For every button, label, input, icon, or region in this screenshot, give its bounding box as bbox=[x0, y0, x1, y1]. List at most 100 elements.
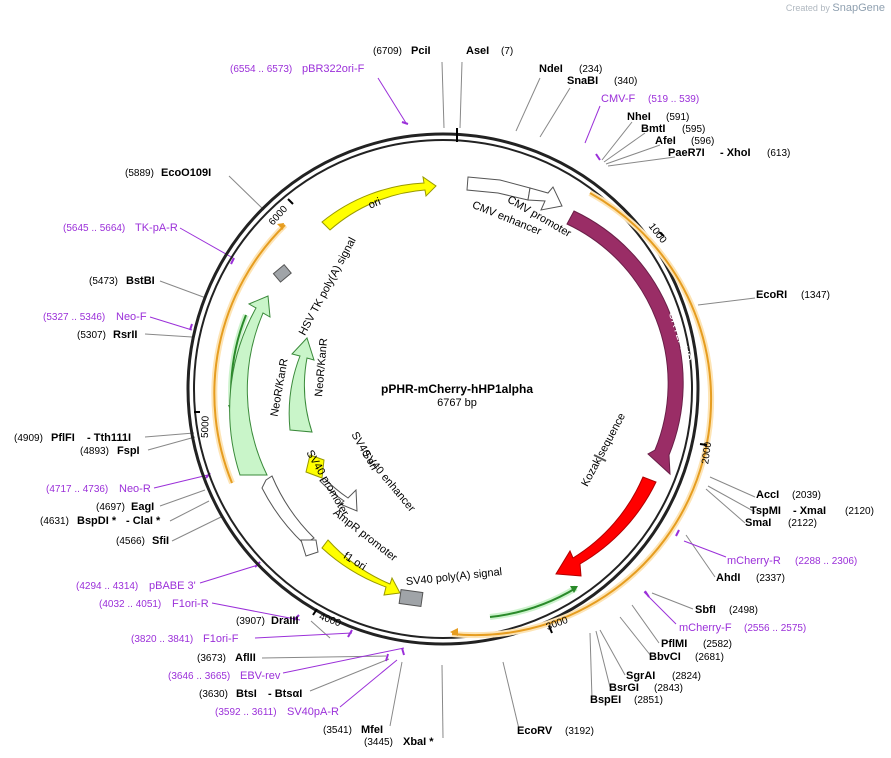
enzyme-pos: (3673) bbox=[197, 653, 226, 664]
enzyme-name: AccI bbox=[756, 489, 779, 501]
enzyme-pos: (5307) bbox=[77, 330, 106, 341]
orf-arrowhead-right bbox=[450, 628, 458, 636]
mcherry-arrow bbox=[555, 476, 657, 577]
primer-range: (2288 .. 2306) bbox=[795, 556, 857, 567]
hsv-tk-polya-label: HSV TK poly(A) signal bbox=[297, 235, 359, 337]
enzyme-name: AfeI bbox=[655, 135, 676, 147]
label-connectors bbox=[144, 61, 756, 739]
cry2phr-arrow bbox=[566, 210, 684, 476]
enzyme-name: AhdI bbox=[716, 572, 740, 584]
enzyme-pos: (591) bbox=[666, 112, 689, 123]
enzyme-name: PaeR7I bbox=[668, 147, 705, 159]
tick-label-2000: 2000 bbox=[700, 441, 714, 465]
primer-range: (4032 .. 4051) bbox=[99, 599, 161, 610]
enzyme-name-2: - Tth111I bbox=[87, 432, 131, 444]
primer-connectors bbox=[149, 77, 727, 708]
enzyme-labels: (6709) PciI AseI (7) NdeI (234) SnaBI (3… bbox=[14, 45, 874, 748]
enzyme-name-2: - ClaI * bbox=[126, 515, 161, 527]
snapgene-logo: SnapGene bbox=[832, 2, 885, 14]
enzyme-name: NheI bbox=[627, 111, 651, 123]
primer-name: F1ori-F bbox=[203, 633, 239, 645]
enzyme-pos: (2498) bbox=[729, 605, 758, 616]
neokan-outer-label: NeoR/KanR bbox=[269, 358, 291, 418]
enzyme-name: DraIII bbox=[271, 615, 299, 627]
neokan-inner-label: NeoR/KanR bbox=[313, 338, 330, 398]
backbone-outer-ring bbox=[186, 132, 700, 646]
sv40-promoter-arrow bbox=[261, 475, 315, 545]
enzyme-name: BspDI * bbox=[77, 515, 117, 527]
enzyme-pos: (596) bbox=[691, 136, 714, 147]
enzyme-pos: (3630) bbox=[199, 689, 228, 700]
snapgene-credit: Created by SnapGene bbox=[786, 2, 885, 14]
sv40-ori-box bbox=[305, 454, 325, 479]
orf-arrowhead-left bbox=[277, 223, 284, 230]
enzyme-pos: (4566) bbox=[116, 536, 145, 547]
enzyme-pos: (1347) bbox=[801, 290, 830, 301]
enzyme-name: BstBI bbox=[126, 275, 155, 287]
enzyme-name: BsrGI bbox=[609, 682, 639, 694]
enzyme-name: BmtI bbox=[641, 123, 665, 135]
enzyme-name: EcoRI bbox=[756, 289, 787, 301]
neokan-outer-arrow bbox=[229, 295, 271, 476]
enzyme-name: AflII bbox=[235, 652, 256, 664]
f1-ori-arrow bbox=[321, 539, 401, 596]
enzyme-pos: (2039) bbox=[792, 490, 821, 501]
enzyme-name: SmaI bbox=[745, 517, 771, 529]
mcherry-orf-arrowhead bbox=[570, 586, 578, 593]
enzyme-pos: (4631) bbox=[40, 516, 69, 527]
enzyme-pos: (3541) bbox=[323, 725, 352, 736]
primer-name: mCherry-F bbox=[679, 622, 732, 634]
enzyme-name: NdeI bbox=[539, 63, 563, 75]
sv40-enhancer-arrow bbox=[319, 477, 358, 512]
enzyme-name: BbvCI bbox=[649, 651, 681, 663]
enzyme-pos: (3192) bbox=[565, 726, 594, 737]
enzyme-pos: (6709) bbox=[373, 46, 402, 57]
ruler-ticks bbox=[194, 198, 708, 634]
kozak-mark bbox=[593, 454, 607, 462]
primer-labels: (6554 .. 6573) pBR322ori-F CMV-F (519 ..… bbox=[43, 63, 857, 718]
primer-range: (5645 .. 5664) bbox=[63, 223, 125, 234]
primer-range: (2556 .. 2575) bbox=[744, 623, 806, 634]
neokan-inner-arrow bbox=[288, 337, 315, 433]
primer-range: (519 .. 539) bbox=[648, 94, 699, 105]
enzyme-name: SgrAI bbox=[626, 670, 655, 682]
primer-name: SV40pA-R bbox=[287, 706, 339, 718]
primer-name: F1ori-R bbox=[172, 598, 209, 610]
enzyme-name: RsrII bbox=[113, 329, 137, 341]
primer-range: (4717 .. 4736) bbox=[46, 484, 108, 495]
enzyme-name: AseI bbox=[466, 45, 489, 57]
enzyme-pos: (2122) bbox=[788, 518, 817, 529]
primer-name: TK-pA-R bbox=[135, 222, 178, 234]
enzyme-pos: (4697) bbox=[96, 502, 125, 513]
tick-label-3000: 3000 bbox=[545, 615, 570, 633]
primer-name: pBR322ori-F bbox=[302, 63, 365, 75]
enzyme-name: SnaBI bbox=[567, 75, 598, 87]
enzyme-name: BspEI bbox=[590, 694, 621, 706]
enzyme-pos: (2337) bbox=[756, 573, 785, 584]
enzyme-name: PflFI bbox=[51, 432, 75, 444]
enzyme-name: EcoRV bbox=[517, 725, 553, 737]
enzyme-pos: (340) bbox=[614, 76, 637, 87]
enzyme-pos: (2120) bbox=[845, 506, 874, 517]
primer-name: mCherry-R bbox=[727, 555, 781, 567]
cmv-enhancer-arrow bbox=[466, 176, 531, 201]
enzyme-name: PflMI bbox=[661, 638, 687, 650]
primer-range: (3592 .. 3611) bbox=[215, 707, 277, 718]
enzyme-pos: (4909) bbox=[14, 433, 43, 444]
enzyme-name: EcoO109I bbox=[161, 167, 211, 179]
sv40-polya-box bbox=[398, 588, 424, 608]
plasmid-length: 6767 bp bbox=[437, 397, 477, 409]
enzyme-name: TspMI bbox=[750, 505, 781, 517]
enzyme-pos: (2582) bbox=[703, 639, 732, 650]
enzyme-pos: (4893) bbox=[80, 446, 109, 457]
primer-range: (5327 .. 5346) bbox=[43, 312, 105, 323]
ori-arrow bbox=[321, 175, 437, 231]
primer-name: Neo-F bbox=[116, 311, 147, 323]
mcherry-orf-arc bbox=[489, 587, 577, 618]
enzyme-name: BtsI bbox=[236, 688, 257, 700]
enzyme-name-2: - XmaI bbox=[793, 505, 826, 517]
enzyme-name: FspI bbox=[117, 445, 140, 457]
enzyme-pos: (2851) bbox=[634, 695, 663, 706]
primer-name: pBABE 3' bbox=[149, 580, 196, 592]
